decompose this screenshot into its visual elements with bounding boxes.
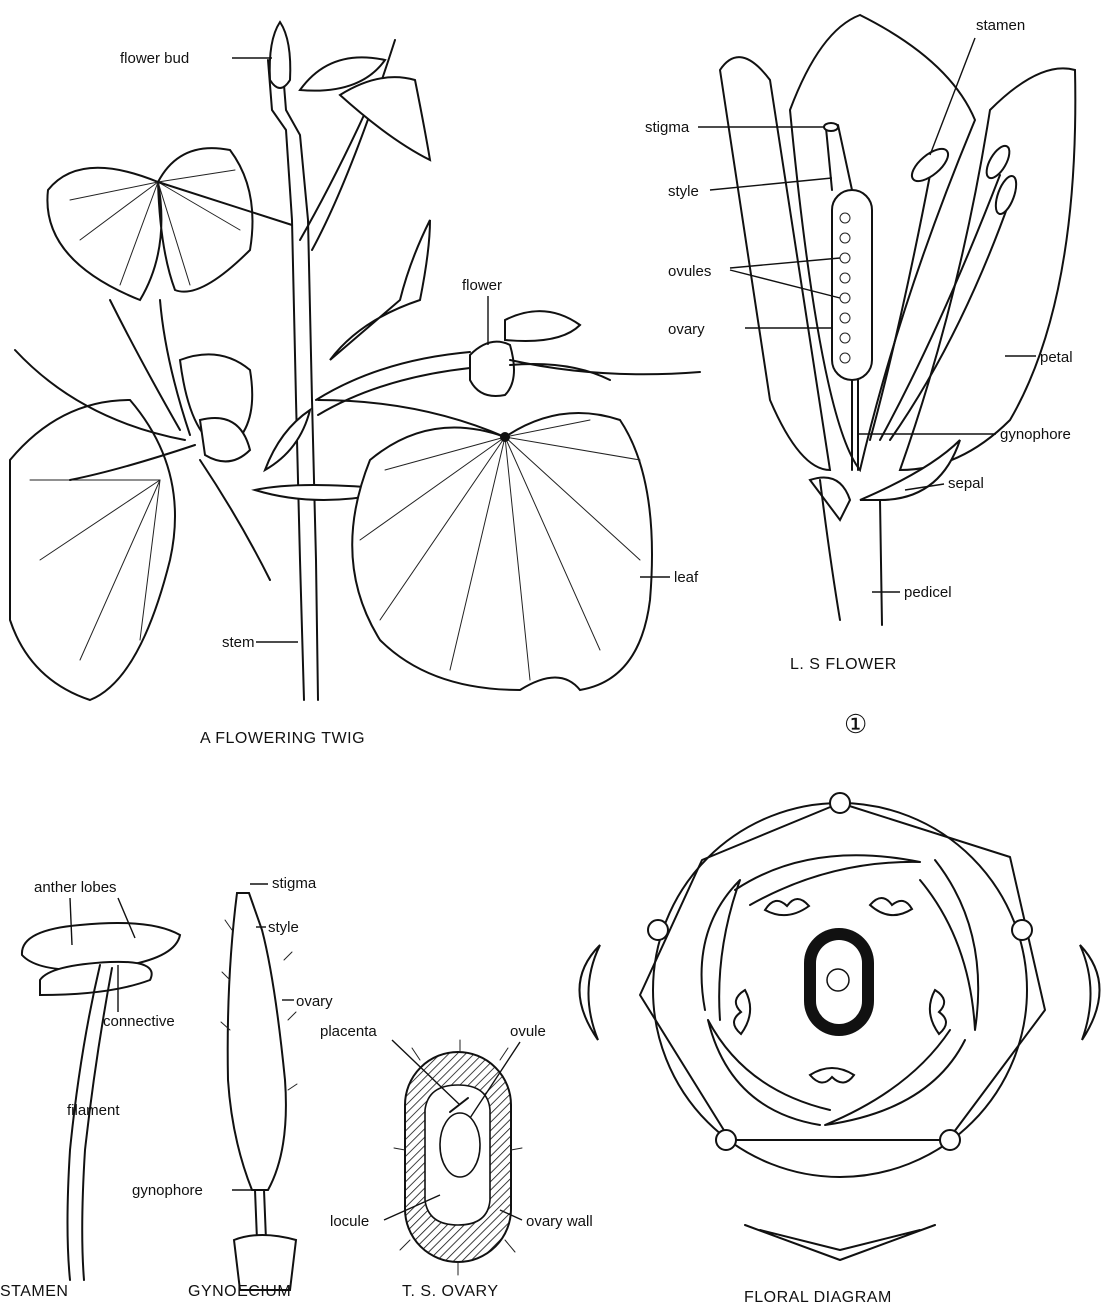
label-flower-bud: flower bud xyxy=(120,50,189,67)
ts-ovary-panel: placenta ovule locule ovary wall T. S. O… xyxy=(320,1023,593,1300)
caption-stamen: STAMEN xyxy=(0,1283,68,1300)
figure-number: ① xyxy=(844,709,867,739)
caption-ls-flower: L. S FLOWER xyxy=(790,656,897,673)
label-gyn-gynophore: gynophore xyxy=(132,1182,203,1199)
label-ovary-wall: ovary wall xyxy=(526,1213,593,1230)
ovule-drawing xyxy=(440,1113,480,1177)
label-petal: petal xyxy=(1040,349,1073,366)
label-stem: stem xyxy=(222,634,255,651)
label-sepal: sepal xyxy=(948,475,984,492)
caption-flowering-twig: A FLOWERING TWIG xyxy=(200,730,365,747)
label-leaf: leaf xyxy=(674,569,699,586)
label-ovary: ovary xyxy=(668,321,705,338)
label-gyn-ovary: ovary xyxy=(296,993,333,1010)
label-gynophore: gynophore xyxy=(1000,426,1071,443)
label-flower: flower xyxy=(462,277,502,294)
ls-flower-panel: stamen stigma style ovules ovary petal g… xyxy=(645,15,1075,739)
floral-diagram-panel: FLORAL DIAGRAM xyxy=(579,793,1099,1306)
label-pedicel: pedicel xyxy=(904,584,952,601)
label-connective: connective xyxy=(103,1013,175,1030)
label-locule: locule xyxy=(330,1213,369,1230)
label-style: style xyxy=(668,183,699,200)
ovary-drawing xyxy=(832,190,872,380)
twig-stem-drawing xyxy=(268,60,318,700)
gynoecium-drawing xyxy=(228,893,286,1190)
caption-ts-ovary: T. S. OVARY xyxy=(402,1283,499,1300)
label-ovule: ovule xyxy=(510,1023,546,1040)
flower-bud-drawing xyxy=(270,22,291,88)
label-gyn-stigma: stigma xyxy=(272,875,317,892)
stamen-panel: anther lobes connective filament STAMEN xyxy=(0,879,180,1300)
label-gyn-style: style xyxy=(268,919,299,936)
flowering-twig-panel: flower bud flower leaf stem A FLOWERING … xyxy=(10,22,700,747)
label-stigma: stigma xyxy=(645,119,690,136)
label-filament: filament xyxy=(67,1102,120,1119)
caption-floral-diagram: FLORAL DIAGRAM xyxy=(744,1289,892,1306)
flower-drawing xyxy=(470,342,514,396)
label-placenta: placenta xyxy=(320,1023,377,1040)
caption-gynoecium: GYNOECIUM xyxy=(188,1283,291,1300)
label-ovules: ovules xyxy=(668,263,711,280)
label-stamen: stamen xyxy=(976,17,1025,34)
upper-leaf-drawing xyxy=(47,148,252,300)
label-anther-lobes: anther lobes xyxy=(34,879,117,896)
